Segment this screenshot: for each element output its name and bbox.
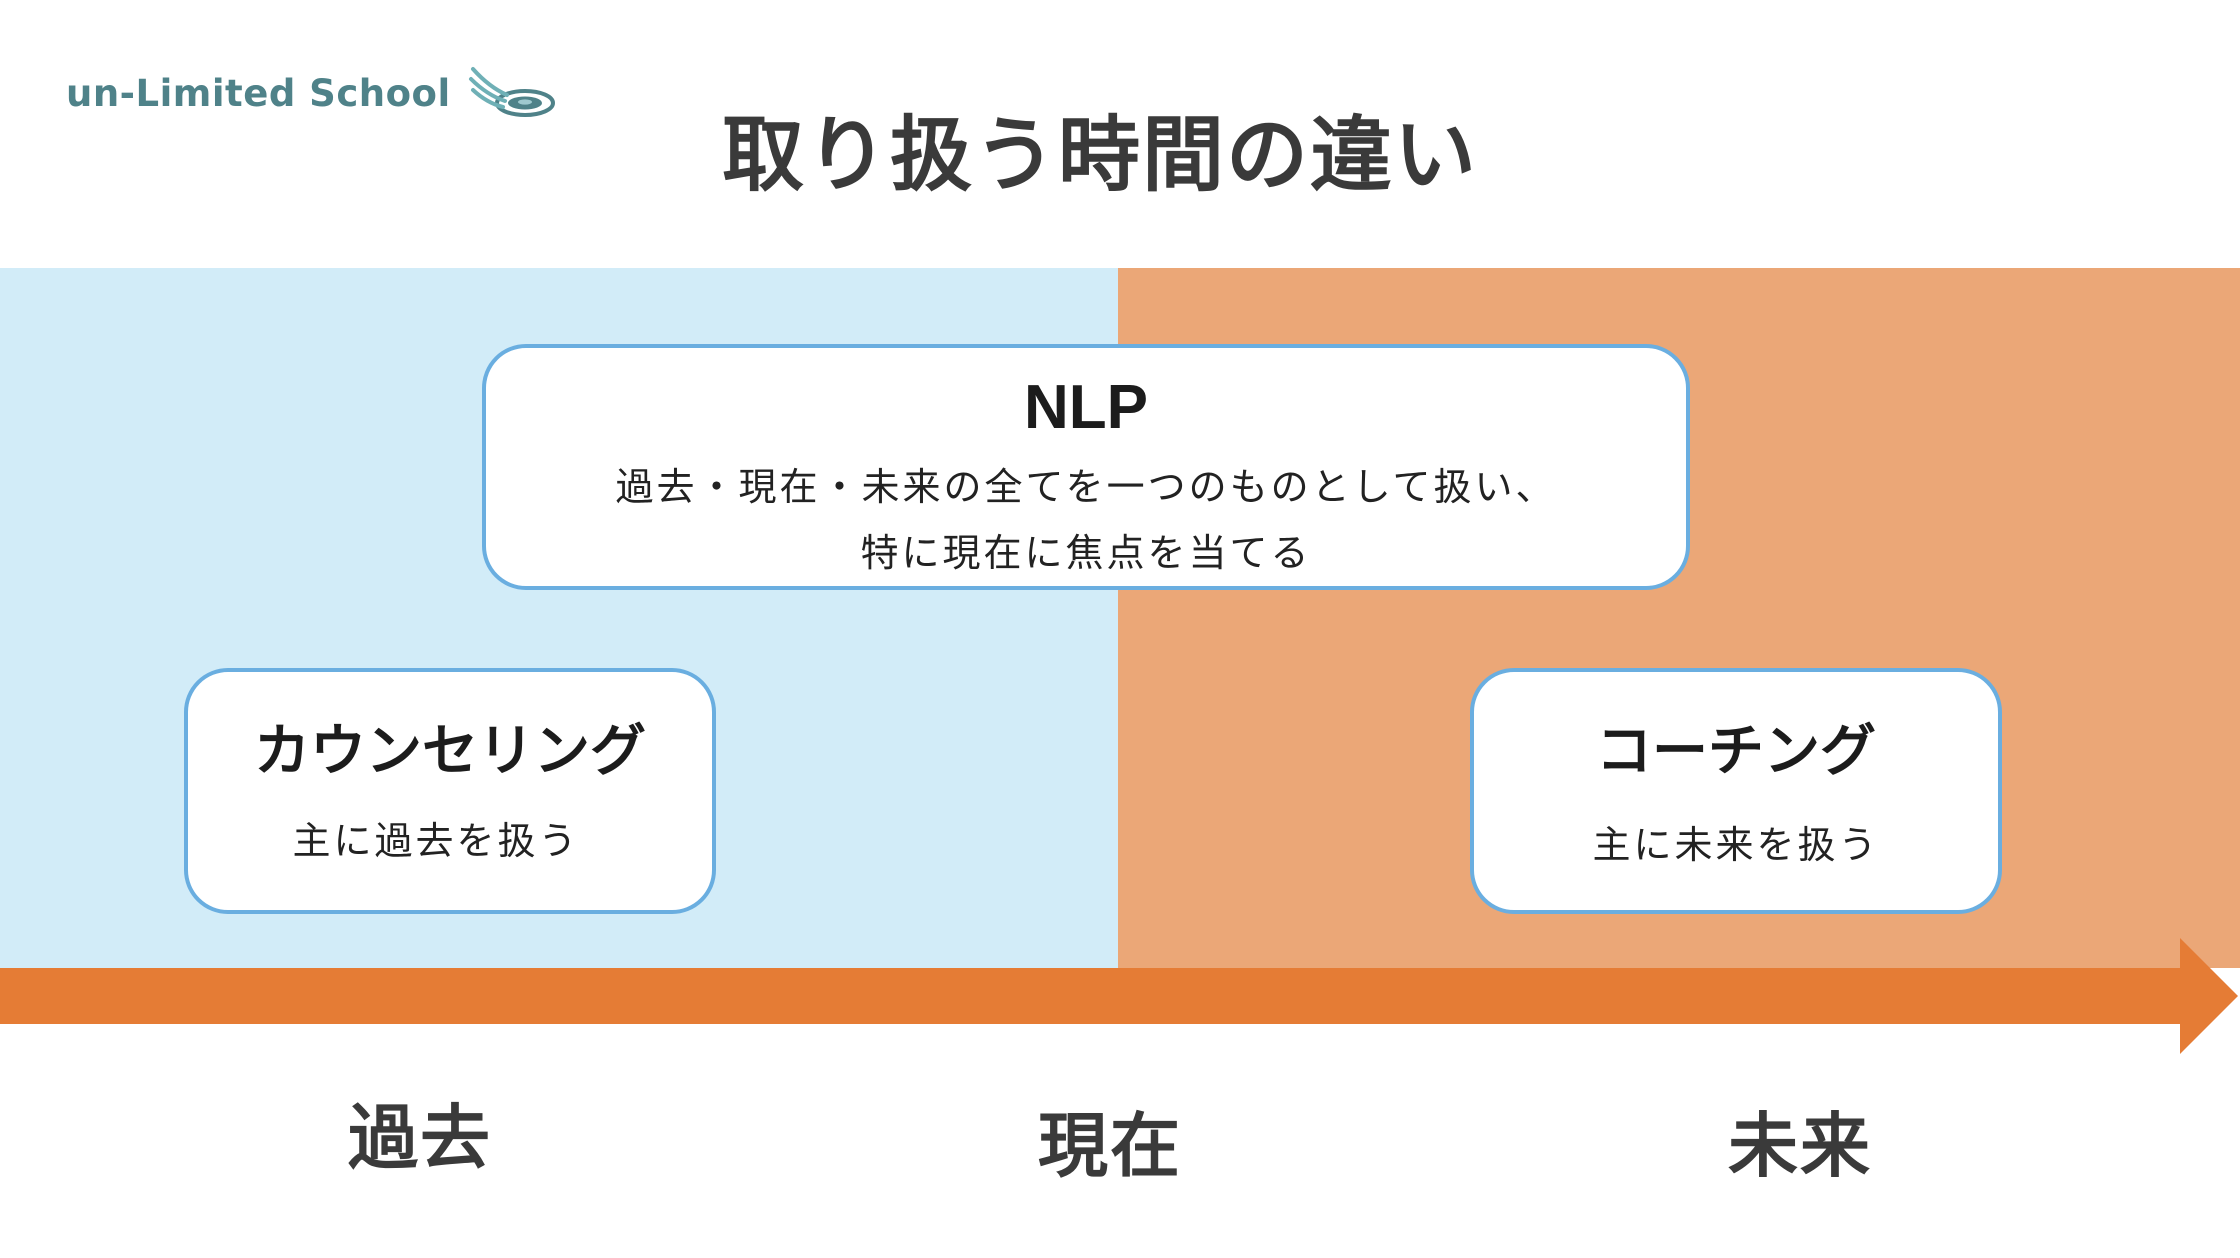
- coaching-card: コーチング 主に未来を扱う: [1470, 668, 2002, 914]
- nlp-title: NLP: [1024, 373, 1148, 442]
- coaching-description: 主に未来を扱う: [1592, 823, 1880, 867]
- counseling-description: 主に過去を扱う: [292, 819, 580, 863]
- slide-title: 取り扱う時間の違い: [721, 108, 1478, 203]
- nlp-card: NLP 過去・現在・未来の全てを一つのものとして扱い、 特に現在に焦点を当てる: [482, 344, 1690, 590]
- nlp-description-line-1: 過去・現在・未来の全てを一つのものとして扱い、: [615, 465, 1557, 509]
- brand-logo-text: un-Limited School: [66, 71, 451, 115]
- nlp-description-line-2: 特に現在に焦点を当てる: [860, 531, 1312, 575]
- timeline-label-present: 現在: [1038, 1105, 1182, 1187]
- timeline-label-future: 未来: [1728, 1105, 1872, 1187]
- winged-disc-icon: [468, 67, 555, 117]
- coaching-title: コーチング: [1596, 719, 1876, 784]
- counseling-title: カウンセリング: [254, 719, 646, 784]
- timeline-arrow: [0, 938, 2238, 1054]
- counseling-card: カウンセリング 主に過去を扱う: [184, 668, 716, 914]
- brand-logo: un-Limited School: [66, 58, 557, 128]
- timeline-label-past: 過去: [348, 1097, 492, 1179]
